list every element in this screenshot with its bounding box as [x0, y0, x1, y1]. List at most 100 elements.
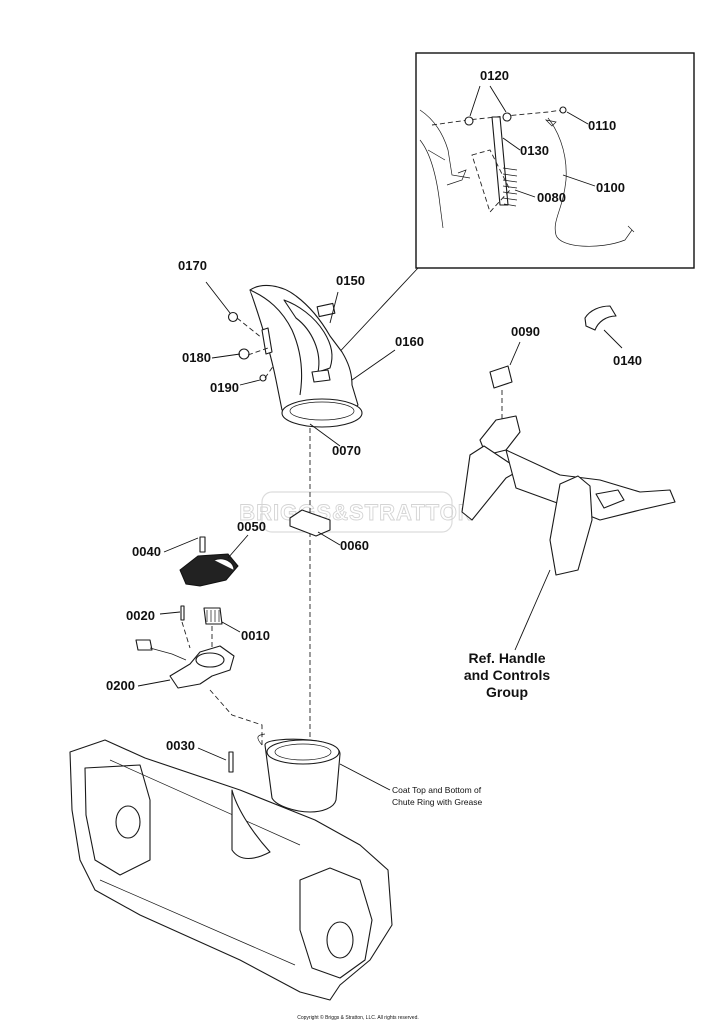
leader-0060: [317, 531, 341, 546]
leader-0160: [351, 349, 396, 381]
chute-hardware-axis: [236, 317, 275, 379]
inset-detail: [415, 52, 695, 269]
housing-edges: [99, 759, 301, 966]
crank-cover-group: [163, 534, 249, 587]
inset-chute-edge-2: [419, 139, 444, 229]
gearbox-mount-axis: [209, 689, 263, 745]
handle-right-upright: [549, 475, 593, 576]
callout-0040: 0040: [132, 544, 161, 559]
leader-0170: [205, 281, 231, 314]
leader-grease-note: [339, 763, 391, 791]
clip-0140: [584, 305, 617, 331]
callout-0170: 0170: [178, 258, 207, 273]
leader-0110: [566, 111, 589, 125]
callout-0010: 0010: [241, 628, 270, 643]
handle-left-upright: [461, 445, 521, 521]
callout-0180: 0180: [182, 350, 211, 365]
callout-0090: 0090: [511, 324, 540, 339]
pinion-gear-teeth: [206, 610, 220, 622]
leader-0140: [603, 329, 623, 349]
pinion-gear: [203, 607, 223, 625]
handle-crossbar: [505, 449, 676, 521]
chute-bushing: [238, 348, 250, 360]
leader-handle-ref: [514, 569, 551, 651]
callout-0060: 0060: [340, 538, 369, 553]
inset-nut-right: [502, 112, 512, 122]
grease-note-line2: Chute Ring with Grease: [392, 797, 483, 807]
inset-nut-left: [464, 116, 474, 126]
right-bearing: [326, 921, 354, 959]
leader-0100: [562, 174, 596, 187]
leader-0040: [163, 537, 199, 553]
leader-0180: [211, 353, 241, 359]
chute-gearbox-group: [135, 605, 263, 745]
callout-0140: 0140: [613, 353, 642, 368]
callout-0200: 0200: [106, 678, 135, 693]
chute-assembly: [205, 281, 396, 447]
chute-pivot-pin: [261, 327, 273, 355]
reference-label-line3: Group: [486, 684, 528, 700]
leader-0010: [221, 621, 241, 633]
leader-0080: [514, 189, 536, 198]
retainer-clip: [289, 509, 341, 546]
handle-controls-group: [461, 305, 676, 651]
handle-panel: [595, 489, 625, 509]
callout-0130: 0130: [520, 143, 549, 158]
auger-housing: [69, 733, 393, 1001]
callout-0100: 0100: [596, 180, 625, 195]
reference-label-line1: Ref. Handle: [468, 650, 545, 666]
gearbox-screw: [180, 605, 185, 621]
leader-0120: [469, 85, 507, 117]
leader-0050: [227, 534, 249, 559]
chute-screw: [259, 374, 267, 382]
clip-body: [289, 509, 331, 537]
callout-0020: 0020: [126, 608, 155, 623]
inset-cable-ends: [544, 119, 635, 233]
gearbox-cable: [149, 647, 187, 661]
grease-note-line1: Coat Top and Bottom of: [392, 785, 482, 795]
impeller-opening: [231, 789, 271, 860]
inset-washer: [559, 106, 567, 114]
crank-cover: [179, 553, 239, 587]
chute-ring-seat-inner: [274, 743, 332, 761]
callout-0080: 0080: [537, 190, 566, 205]
leader-0190: [239, 379, 261, 386]
gearbox-ring: [195, 652, 225, 668]
watermark-text: BRIGGS&STRATTON: [239, 500, 474, 525]
callout-0150: 0150: [336, 273, 365, 288]
leader-0020: [159, 611, 181, 615]
reference-label-line2: and Controls: [464, 667, 551, 683]
left-bearing: [115, 805, 141, 839]
gearbox-bracket: [257, 733, 266, 746]
inset-bracket: [427, 149, 467, 186]
inset-rod: [491, 116, 509, 206]
housing-bolt: [228, 751, 234, 773]
copyright-text: Copyright © Briggs & Stratton, LLC. All …: [297, 1014, 419, 1021]
callout-0160: 0160: [395, 334, 424, 349]
callout-0030: 0030: [166, 738, 195, 753]
chute-ring: [281, 398, 363, 428]
gearbox-housing: [169, 645, 235, 689]
inset-chute-edge: [419, 109, 471, 179]
chute-deflector-plate: [283, 299, 333, 373]
chute-ring-seat: [266, 739, 340, 765]
inset-cable: [547, 117, 633, 247]
callout-0110: 0110: [588, 118, 616, 133]
leader-0200: [137, 679, 171, 687]
chute-ring-inner: [289, 401, 355, 421]
callout-0070: 0070: [332, 443, 361, 458]
leader-0070: [309, 423, 341, 447]
callout-0190: 0190: [210, 380, 239, 395]
callout-0050: 0050: [237, 519, 266, 534]
inset-spring: [471, 149, 518, 213]
crank-cover-highlight: [213, 558, 235, 571]
gearbox-axis: [181, 621, 213, 650]
leader-0090: [509, 341, 521, 366]
brand-watermark: BRIGGS&STRATTON: [239, 491, 474, 533]
chute-inner-edge: [249, 289, 303, 396]
switch-0090: [489, 365, 513, 389]
leader-0150: [329, 291, 339, 324]
gearbox-cable-end: [135, 639, 153, 651]
callout-0120: 0120: [480, 68, 509, 83]
